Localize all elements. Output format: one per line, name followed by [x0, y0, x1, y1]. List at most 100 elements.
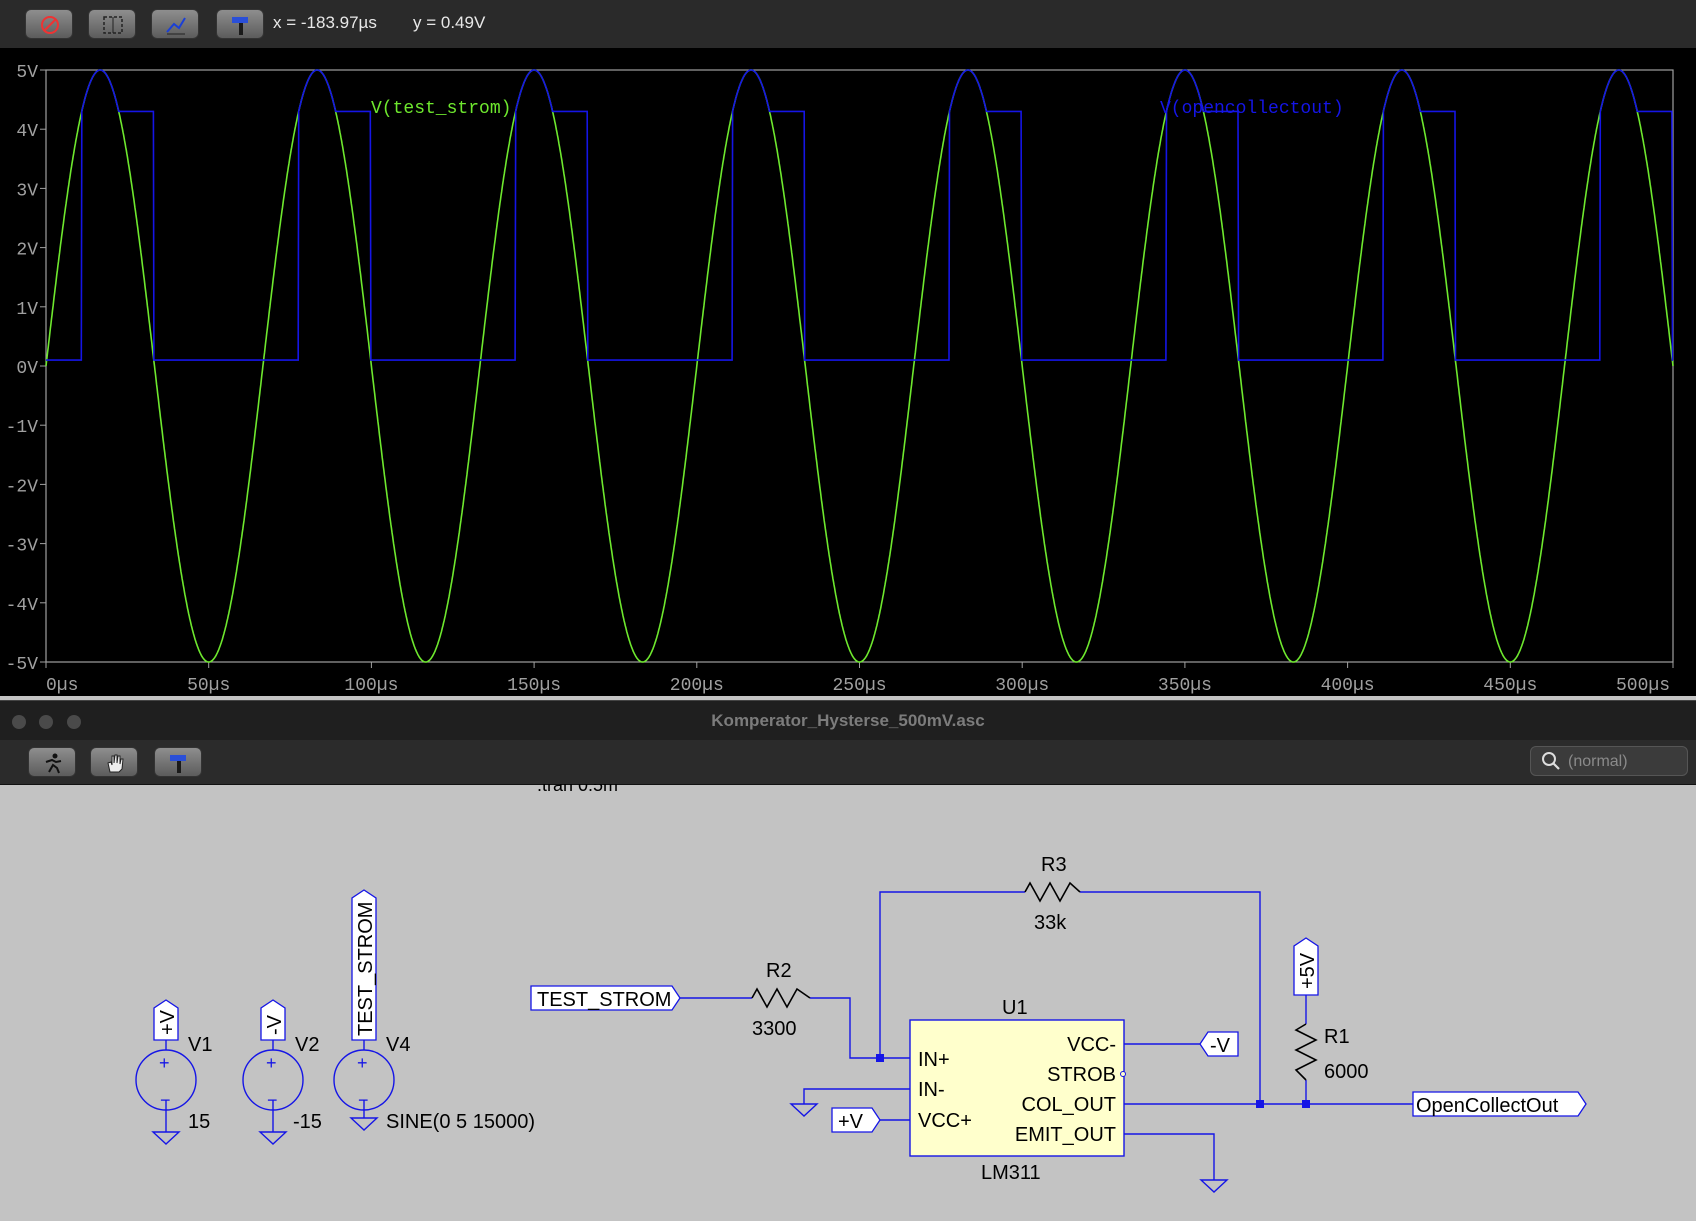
zoom-area-button[interactable] — [88, 9, 136, 39]
resistor-r3[interactable] — [1024, 881, 1081, 903]
svg-text:+: + — [159, 1053, 170, 1073]
svg-text:−: − — [160, 1090, 171, 1110]
x-tick-label: 100µs — [344, 676, 398, 696]
schematic-canvas[interactable]: .tran 0.5m R3 3 — [0, 775, 1696, 1216]
x-tick-label: 250µs — [832, 676, 886, 696]
v1-value: 15 — [188, 1111, 210, 1133]
zoom-fit-button[interactable] — [151, 9, 199, 39]
schematic-svg[interactable]: .tran 0.5m R3 3 — [0, 775, 1696, 1216]
net-label-v2-box[interactable] — [260, 999, 286, 1041]
hand-icon — [107, 754, 124, 773]
schematic-window-titlebar[interactable]: Komperator_Hysterse_500mV.asc — [0, 700, 1696, 741]
net-label-plus5-box[interactable] — [1293, 937, 1319, 996]
junctions — [876, 1054, 1310, 1108]
schematic-toolbar: (normal) — [0, 740, 1696, 785]
run-button[interactable] — [28, 747, 76, 777]
x-tick-label: 50µs — [187, 676, 230, 696]
autorange-button[interactable] — [25, 9, 73, 39]
y-tick-label: 2V — [16, 241, 38, 261]
pan-button[interactable] — [90, 747, 138, 777]
window-close-button[interactable] — [12, 715, 26, 729]
svg-text:−: − — [267, 1090, 278, 1110]
pin-vcc-plus: VCC+ — [918, 1110, 972, 1132]
pin-strob: STROB — [1047, 1064, 1116, 1086]
net-label-test-strom-box[interactable] — [530, 985, 681, 1011]
trace-label-test-strom[interactable]: V(test_strom) — [371, 99, 511, 119]
window-zoom-button[interactable] — [67, 715, 81, 729]
trace-opencollectout[interactable] — [46, 69, 1674, 361]
resistor-r1[interactable] — [1294, 1023, 1318, 1081]
run-icon — [45, 753, 62, 774]
x-tick-label: 0µs — [46, 676, 78, 696]
v2-net: -V — [264, 1014, 286, 1035]
voltage-source-v4[interactable] — [333, 1049, 395, 1111]
trace-label-opencollectout[interactable]: V(opencollectout) — [1160, 99, 1344, 119]
hammer-tool-button[interactable] — [154, 747, 202, 777]
window-title: Komperator_Hysterse_500mV.asc — [711, 711, 985, 730]
u1-name: U1 — [1002, 997, 1028, 1019]
net-label-plus5: +5V — [1297, 952, 1319, 989]
net-label-v4-box[interactable] — [351, 889, 377, 1041]
r1-value: 6000 — [1324, 1061, 1369, 1083]
hammer-button[interactable] — [216, 9, 264, 39]
plot-toolbar: x = -183.97µs y = 0.49V — [0, 0, 1696, 49]
net-label-out-box[interactable] — [1412, 1091, 1587, 1117]
window-minimize-button[interactable] — [39, 715, 53, 729]
x-tick-label: 350µs — [1158, 676, 1212, 696]
y-tick-label: -4V — [6, 596, 39, 616]
search-field[interactable]: (normal) — [1530, 746, 1688, 776]
y-tick-label: -5V — [6, 655, 39, 675]
net-label-test-strom: TEST_STROM — [537, 989, 671, 1011]
lm311-body[interactable] — [909, 1019, 1125, 1157]
svg-text:+: + — [266, 1053, 277, 1073]
net-label-minus-v: -V — [1210, 1035, 1231, 1057]
y-tick-label: 5V — [16, 63, 38, 83]
v1-net: +V — [157, 1009, 179, 1035]
x-tick-label: 300µs — [995, 676, 1049, 696]
r2-name: R2 — [766, 960, 792, 982]
net-label-v1-box[interactable] — [153, 999, 179, 1041]
y-tick-label: -2V — [6, 477, 39, 497]
r1-name: R1 — [1324, 1026, 1350, 1048]
voltage-source-v1[interactable] — [135, 1049, 197, 1111]
v4-net: TEST_STROM — [355, 902, 377, 1036]
net-label-minus-v-box[interactable] — [1199, 1031, 1239, 1057]
x-tick-label: 400µs — [1321, 676, 1375, 696]
v4-value: SINE(0 5 15000) — [386, 1111, 535, 1133]
r3-value: 33k — [1034, 912, 1067, 934]
pin-vcc-minus: VCC- — [1067, 1034, 1116, 1056]
y-tick-label: -1V — [6, 418, 39, 438]
y-tick-label: 1V — [16, 300, 38, 320]
hammer-icon — [232, 17, 248, 35]
net-label-plus-v: +V — [838, 1111, 864, 1133]
resistor-r2[interactable] — [751, 987, 811, 1009]
v1-name: V1 — [188, 1034, 212, 1056]
y-coordinate-readout: y = 0.49V — [413, 13, 486, 32]
v2-value: -15 — [293, 1111, 322, 1133]
r3-name: R3 — [1041, 854, 1067, 876]
search-icon — [1542, 752, 1560, 770]
x-tick-label: 500µs — [1616, 676, 1670, 696]
net-label-out: OpenCollectOut — [1416, 1095, 1559, 1117]
x-tick-label: 150µs — [507, 676, 561, 696]
net-label-plus-v-box[interactable] — [831, 1107, 881, 1133]
r2-value: 3300 — [752, 1018, 797, 1040]
pin-in-minus: IN- — [918, 1079, 945, 1101]
ground-symbols — [151, 1103, 1229, 1193]
voltage-source-v2[interactable] — [242, 1049, 304, 1111]
pin-col-out: COL_OUT — [1022, 1094, 1116, 1116]
v4-name: V4 — [386, 1034, 410, 1056]
svg-text:−: − — [358, 1090, 369, 1110]
zoom-area-icon — [103, 16, 123, 34]
y-tick-label: 4V — [16, 122, 38, 142]
tran-directive[interactable]: .tran 0.5m — [537, 775, 618, 795]
y-tick-label: 0V — [16, 359, 38, 379]
trace-test-strom[interactable] — [45, 69, 1674, 663]
u1-part: LM311 — [981, 1162, 1041, 1184]
x-tick-label: 450µs — [1483, 676, 1537, 696]
autorange-icon — [41, 16, 59, 34]
